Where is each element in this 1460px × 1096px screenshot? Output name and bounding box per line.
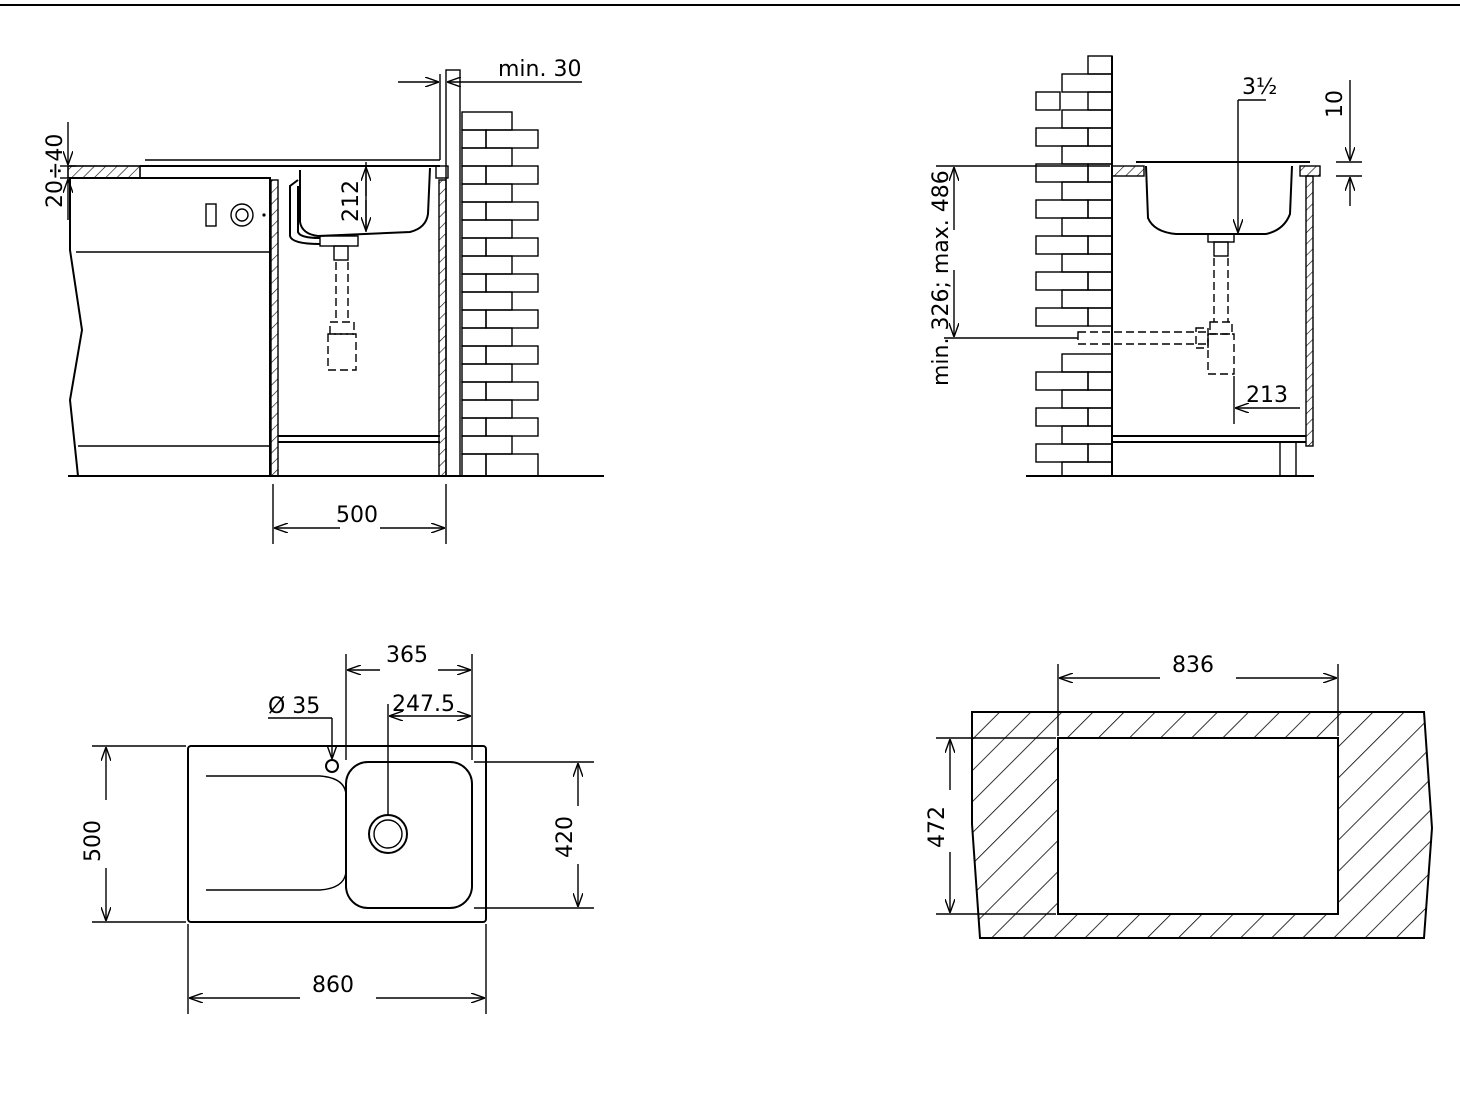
side-view-left: min. 30 20÷40 212 500: [43, 57, 604, 544]
appliance-body: [68, 177, 271, 477]
dim-212: 212: [339, 180, 364, 222]
dim-326-486: min. 326; max. 486: [929, 170, 954, 386]
drain-hole: [368, 814, 408, 854]
sink-bowl-section-right: [1145, 165, 1293, 235]
dim-drain-3-1-2: 3½: [1242, 75, 1277, 100]
cutout-opening: [1057, 737, 1339, 915]
plan-view: Ø 35 365 247.5 500 420 860: [81, 643, 594, 1014]
dim-213: 213: [1246, 383, 1288, 408]
dim-10: 10: [1323, 90, 1348, 118]
sink-bowl-section: [299, 167, 431, 238]
dim-836: 836: [1172, 653, 1214, 678]
dim-min-30: min. 30: [498, 57, 581, 82]
dim-500-plan: 500: [81, 820, 106, 862]
wall-face: [445, 69, 461, 477]
dim-860: 860: [312, 973, 354, 998]
brick-wall-right: [1035, 55, 1113, 477]
countertop-hatched: [971, 711, 1434, 939]
sink-outline-plan: [187, 745, 487, 923]
dim-472: 472: [925, 806, 950, 848]
dim-tap-hole: Ø 35: [268, 694, 320, 719]
tap-hole: [325, 759, 339, 773]
dim-247-5: 247.5: [392, 692, 455, 717]
control-knob: [230, 203, 254, 227]
side-view-right: min. 326; max. 486 3½ 10 213: [929, 55, 1362, 477]
dim-365: 365: [386, 643, 428, 668]
cutout-view: 836 472: [925, 653, 1434, 939]
countertop-left: [67, 165, 141, 179]
dim-420: 420: [553, 816, 578, 858]
bowl-plan: [345, 761, 473, 909]
overflow-hose: [289, 179, 321, 245]
control-panel-slot: [205, 203, 217, 227]
countertop-right: [1111, 165, 1145, 177]
cabinet-wall-right: [438, 179, 447, 477]
brick-wall-left: [461, 111, 539, 477]
cabinet-wall-left: [270, 179, 279, 477]
dim-500-side: 500: [336, 503, 378, 528]
dim-20-40: 20÷40: [43, 134, 68, 208]
